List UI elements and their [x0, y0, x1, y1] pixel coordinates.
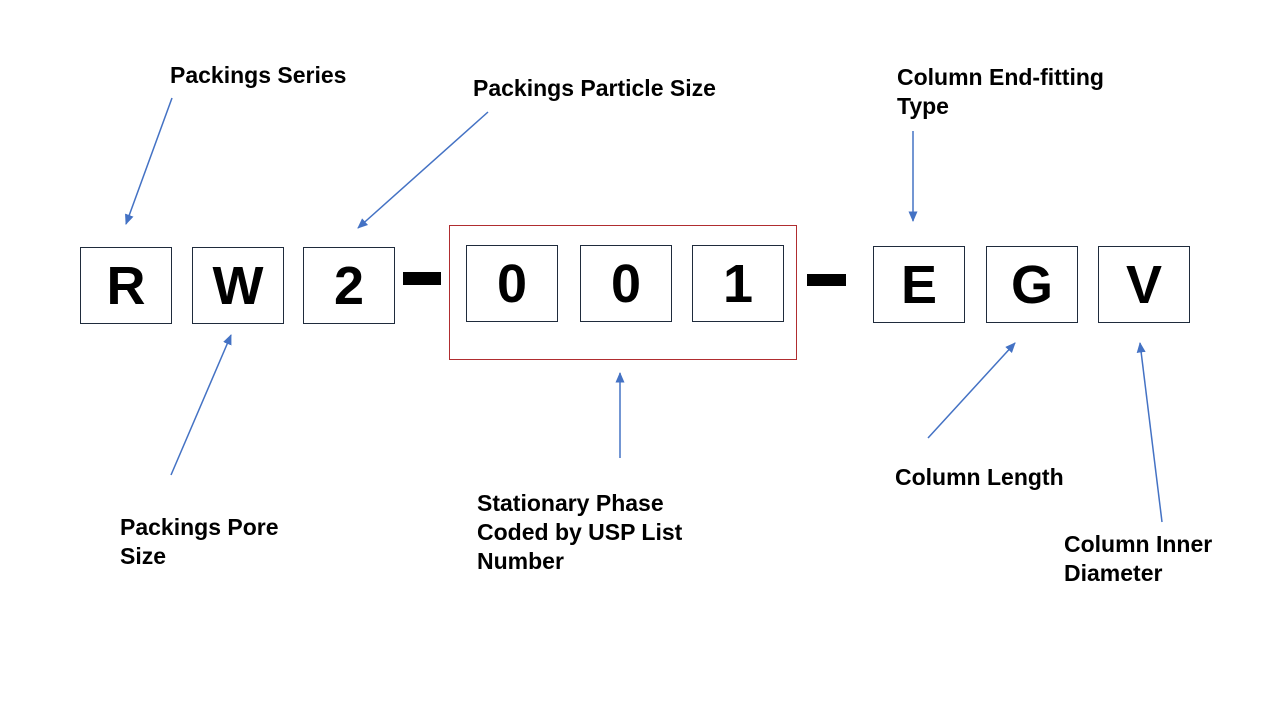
label-column-length: Column Length — [895, 464, 1064, 490]
code-char-box-pore-size: W — [192, 247, 284, 324]
usp-code-highlight-box — [449, 225, 797, 360]
code-char-box-inner-diameter: V — [1098, 246, 1190, 323]
code-char-box-usp-digit-2: 0 — [580, 245, 672, 322]
code-char-box-length: G — [986, 246, 1078, 323]
arrow-column-inner-diameter — [1136, 342, 1163, 523]
label-packings-pore-size: Packings Pore Size — [120, 514, 279, 569]
separator-dash — [403, 272, 441, 285]
arrow-column-length — [927, 342, 1016, 439]
code-char-box-usp-digit-3: 1 — [692, 245, 784, 322]
label-packings-series: Packings Series — [170, 62, 347, 88]
code-char-box-particle-size: 2 — [303, 247, 395, 324]
code-char-box-usp-digit-1: 0 — [466, 245, 558, 322]
label-column-inner-diameter: Column Inner Diameter — [1064, 531, 1213, 586]
code-char-box-end-fitting: E — [873, 246, 965, 323]
label-packings-particle-size: Packings Particle Size — [473, 75, 716, 101]
label-column-end-fitting-type: Column End-fitting Type — [897, 64, 1104, 119]
arrow-packings-pore-size — [170, 334, 232, 476]
arrow-packings-particle-size — [357, 111, 489, 229]
code-char-box-series: R — [80, 247, 172, 324]
label-stationary-phase: Stationary Phase Coded by USP List Numbe… — [477, 490, 683, 574]
separator-dash — [807, 274, 846, 286]
arrow-packings-series — [125, 97, 173, 225]
